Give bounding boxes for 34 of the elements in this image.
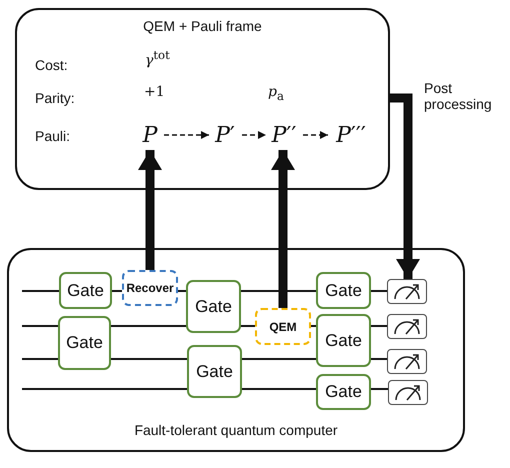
math-symbol: P <box>139 120 161 150</box>
row-label: Pauli: <box>35 128 70 144</box>
arrow <box>138 150 162 270</box>
arrow <box>390 94 420 279</box>
edge-label: Post processing <box>424 80 493 112</box>
gate-box: Gate <box>316 374 371 410</box>
gate-box: Gate <box>187 345 242 398</box>
recover-box: Recover <box>122 270 178 306</box>
arrow <box>164 131 209 139</box>
meter-box <box>387 279 427 304</box>
math-symbol: p$_{a}$ <box>268 84 284 103</box>
computer-panel <box>7 248 465 452</box>
row-label: Cost: <box>35 57 68 73</box>
arrow <box>271 150 295 308</box>
gate-box: Gate <box>316 314 371 367</box>
panel-title: QEM + Pauli frame <box>142 18 263 34</box>
arrow <box>303 131 328 139</box>
math-symbol: γ$^{tot}$ <box>145 48 170 69</box>
meter-box <box>387 314 427 339</box>
gate-box: Gate <box>316 272 371 309</box>
frame-panel <box>15 8 390 190</box>
gate-box: Gate <box>58 316 111 370</box>
panel-title: Fault-tolerant quantum computer <box>133 422 339 438</box>
arrow <box>242 131 266 139</box>
gate-box: Gate <box>186 280 241 333</box>
row-label: Parity: <box>35 90 75 106</box>
meter-box <box>387 349 427 374</box>
math-symbol: P′ <box>211 120 239 150</box>
math-symbol: +1 <box>144 84 165 100</box>
qem-box: QEM <box>255 308 311 345</box>
math-symbol: P′′ <box>268 120 300 150</box>
gate-box: Gate <box>59 272 112 309</box>
math-symbol: P′′′ <box>330 120 372 150</box>
meter-box <box>388 380 428 405</box>
